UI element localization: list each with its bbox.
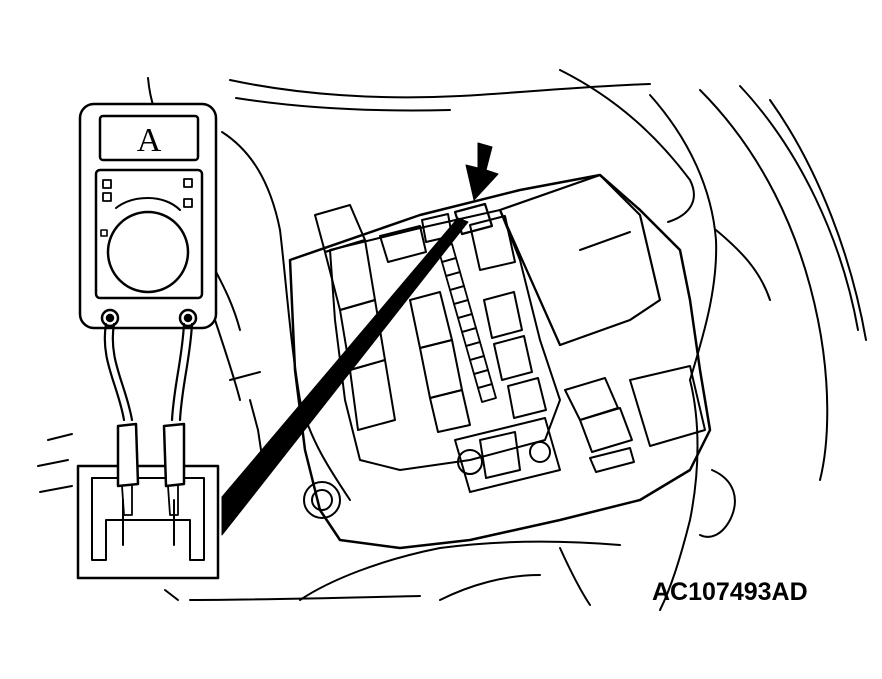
amp-jack [178, 308, 198, 328]
fuse-test-holder [76, 422, 220, 580]
meter-display [98, 114, 200, 162]
ammeter [78, 102, 218, 330]
grommet [303, 481, 341, 519]
engine-bay-outlines [37, 69, 867, 611]
meter-dial-panel [94, 168, 204, 300]
right-probe [162, 422, 186, 488]
left-probe [116, 422, 140, 488]
down-arrow-icon [465, 142, 499, 201]
probe-leads [103, 322, 194, 422]
callout-wedge [221, 217, 469, 536]
com-jack [100, 308, 120, 328]
figure-reference-code: AC107493AD [652, 578, 808, 606]
meter-display-letter: A [137, 122, 162, 159]
meter-dial-knob [106, 210, 190, 294]
relay-box [229, 173, 712, 550]
fuse-column [437, 243, 497, 403]
